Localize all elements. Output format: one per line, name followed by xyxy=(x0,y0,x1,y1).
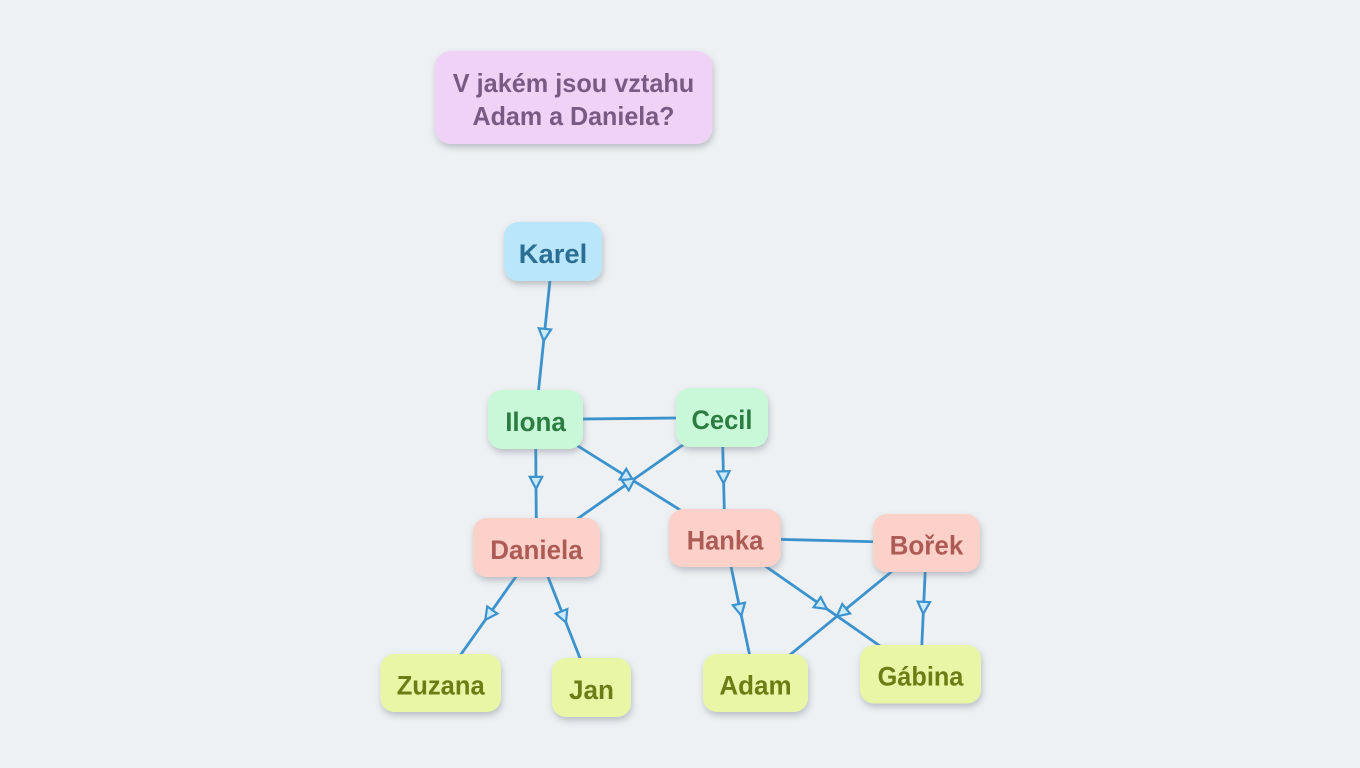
svg-text:Cecil: Cecil xyxy=(692,405,753,435)
svg-text:Bořek: Bořek xyxy=(890,530,965,560)
svg-text:Ilona: Ilona xyxy=(505,407,567,437)
svg-text:Daniela: Daniela xyxy=(490,535,583,565)
svg-text:Jan: Jan xyxy=(569,675,614,705)
svg-text:Gábina: Gábina xyxy=(878,662,965,692)
svg-text:Zuzana: Zuzana xyxy=(397,670,486,700)
svg-text:Adam a Daniela?: Adam a Daniela? xyxy=(473,101,675,131)
svg-text:Karel: Karel xyxy=(519,239,587,269)
svg-text:Hanka: Hanka xyxy=(687,525,765,555)
svg-text:V jakém jsou vztahu: V jakém jsou vztahu xyxy=(453,68,695,98)
svg-text:Adam: Adam xyxy=(719,670,791,700)
